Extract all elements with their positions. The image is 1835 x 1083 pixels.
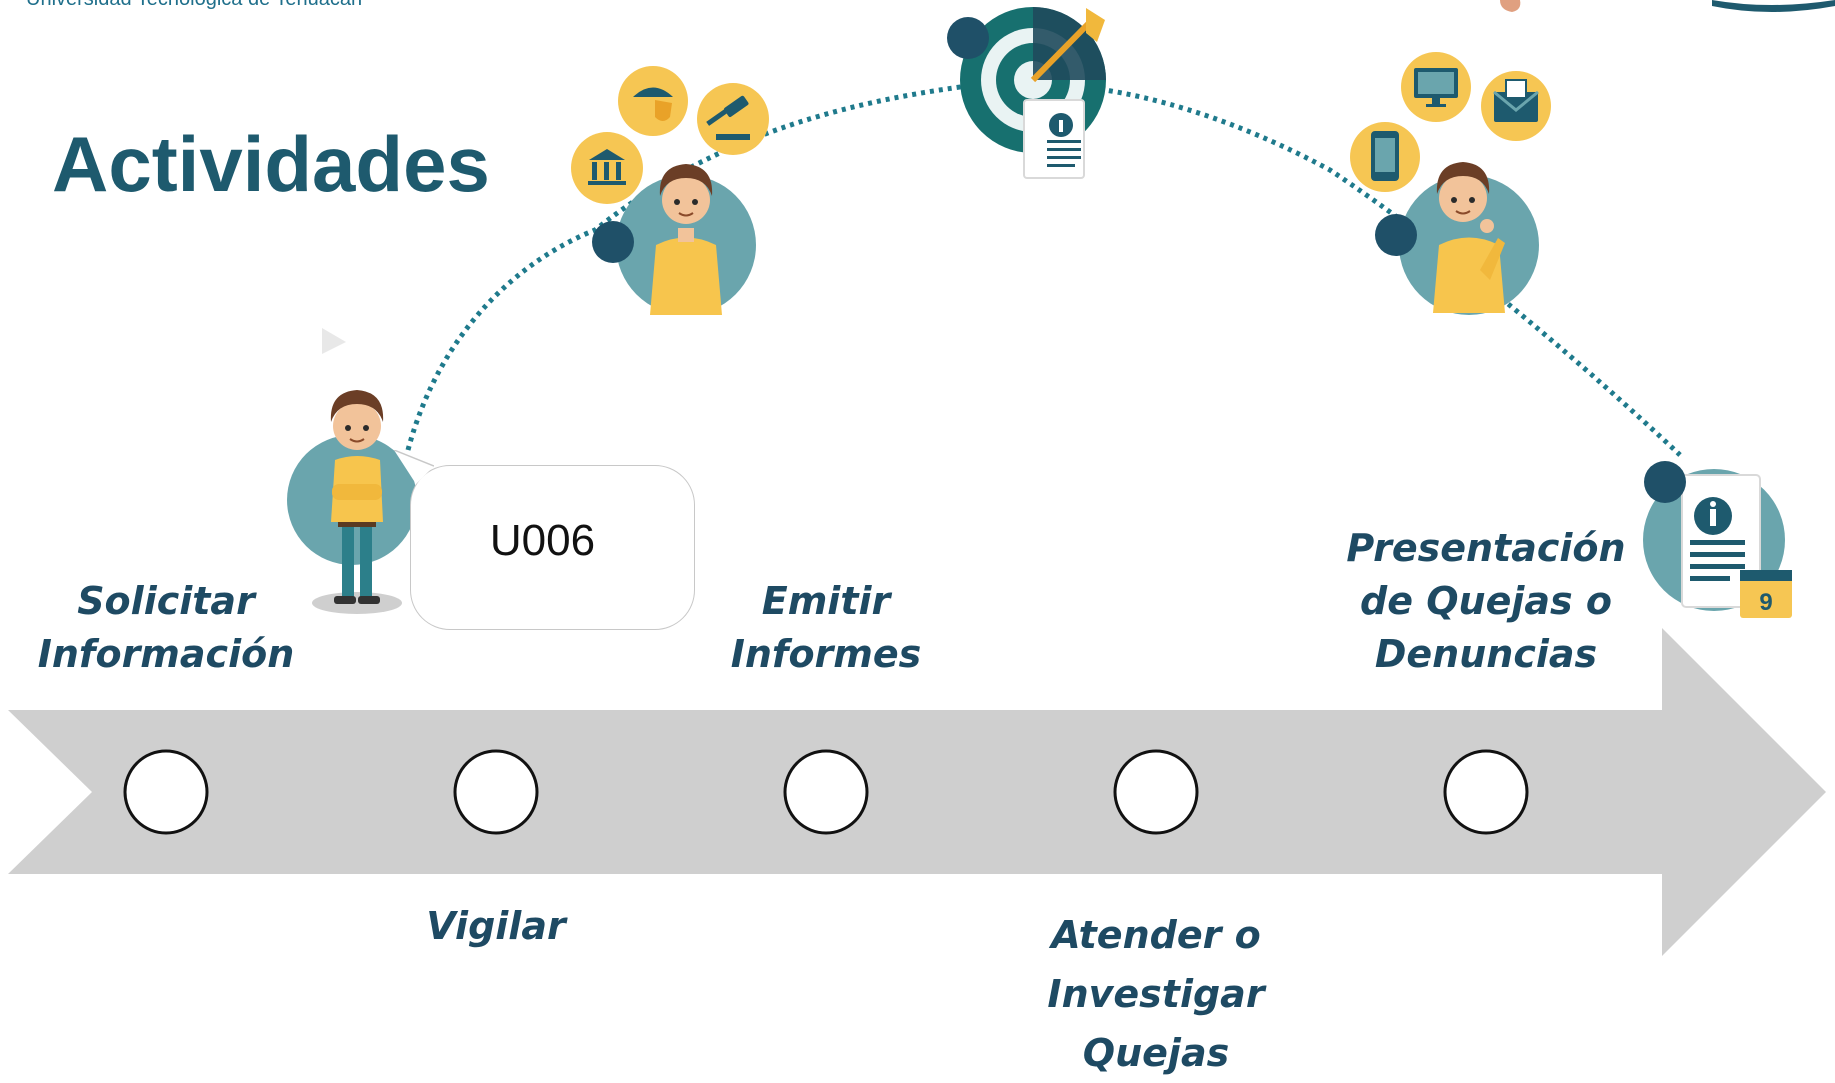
- corner-decoration-icon: [1712, 0, 1835, 12]
- bank-icon: [571, 132, 643, 204]
- svg-text:9: 9: [1759, 589, 1772, 616]
- activity-label-vigilar: Vigilar: [426, 904, 566, 948]
- timeline-node: [783, 749, 869, 835]
- person-avatar-icon: [616, 163, 756, 315]
- timeline-node: [1113, 749, 1199, 835]
- arc-dot: [947, 17, 989, 59]
- monitor-icon: [1401, 52, 1471, 122]
- email-icon: [1481, 71, 1551, 141]
- police-badge-icon: [618, 66, 688, 136]
- timeline-node: [453, 749, 539, 835]
- corner-figure-icon: [1500, 0, 1521, 12]
- timeline-arrow: [8, 628, 1826, 956]
- info-document-icon: [1023, 99, 1085, 179]
- page-title: Actividades: [52, 120, 490, 208]
- person-thinking-icon: [1399, 161, 1539, 315]
- arc-dot: [592, 221, 634, 263]
- smartphone-icon: [1350, 122, 1420, 192]
- arc-dot: [1375, 214, 1417, 256]
- speech-bubble: [410, 465, 695, 630]
- activity-label-solicitar: Solicitar Información: [37, 579, 295, 676]
- timeline-node: [123, 749, 209, 835]
- arc-dot: [1644, 461, 1686, 503]
- play-icon: [322, 328, 346, 354]
- header-org-name: Universidad Tecnológica de Tehuacán: [26, 0, 362, 11]
- activity-label-atender: Atender o Investigar Quejas: [1047, 913, 1265, 1075]
- activity-label-emitir: Emitir Informes: [730, 579, 922, 676]
- speech-bubble-text: U006: [489, 516, 596, 565]
- person-standing-icon: [287, 389, 417, 614]
- timeline-node: [1443, 749, 1529, 835]
- info-calendar-icon: 9: [1643, 469, 1792, 618]
- activity-label-presentacion: Presentación de Quejas o Denuncias: [1346, 526, 1626, 676]
- speech-bubble-tail: [394, 450, 434, 484]
- gavel-icon: [697, 83, 769, 155]
